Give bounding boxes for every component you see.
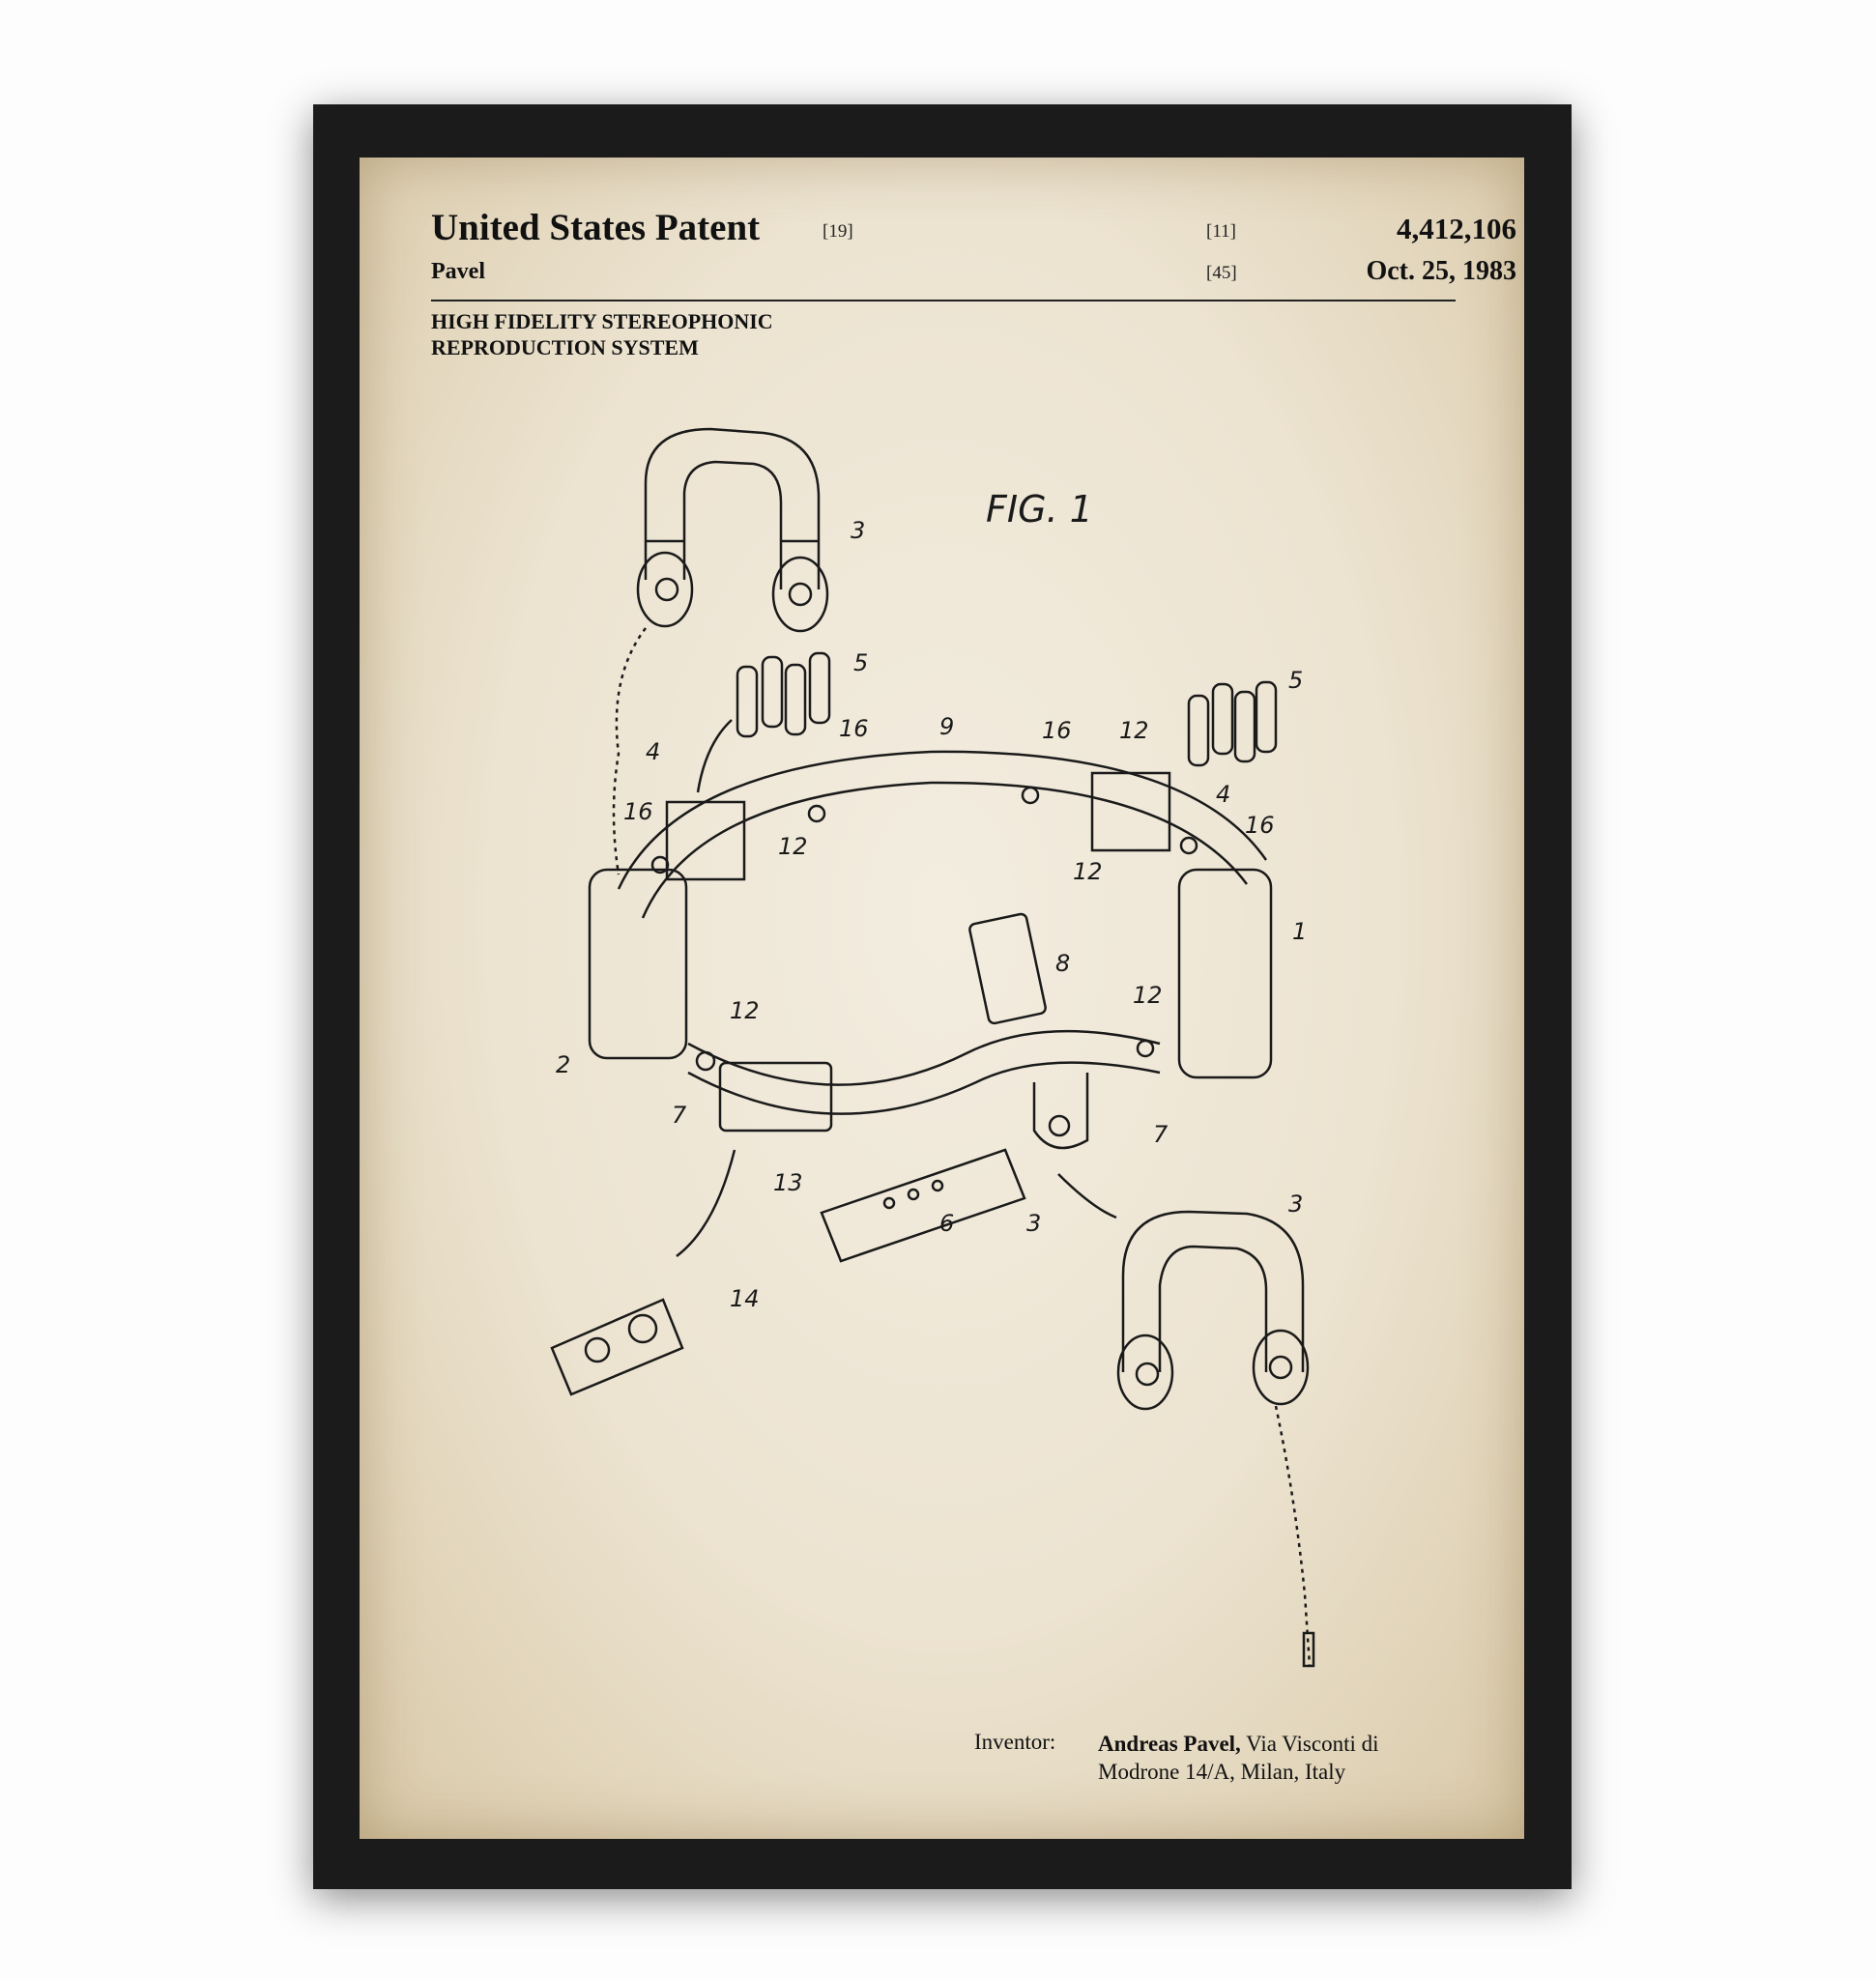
subject-line-2: REPRODUCTION SYSTEM [431, 335, 699, 359]
patent-paper [360, 158, 1524, 1839]
ref-label: 8 [1055, 950, 1071, 977]
ref-label: 7 [1153, 1121, 1169, 1148]
subject-line-1: HIGH FIDELITY STEREOPHONIC [431, 309, 773, 333]
ref-label: 16 [1042, 717, 1072, 744]
ref-label: 9 [939, 713, 955, 740]
ref-label: 3 [1026, 1210, 1042, 1237]
ref-label: 16 [839, 715, 869, 742]
patent-title: United States Patent [431, 207, 761, 248]
ref-label: 12 [1119, 717, 1149, 744]
batteries-right [1187, 680, 1278, 767]
inventor-label: Inventor: [974, 1730, 1056, 1754]
ref-label: 16 [623, 798, 653, 825]
ref-label: 4 [1216, 781, 1231, 808]
ref-label: 16 [1245, 812, 1275, 839]
cassette [550, 1149, 736, 1396]
ref-label: 2 [556, 1051, 571, 1078]
ref-label: 14 [730, 1285, 760, 1312]
ref-label: 4 [646, 738, 661, 765]
arrow-left [696, 719, 733, 793]
ref-label: 13 [773, 1169, 803, 1196]
ref-label: 1 [1292, 918, 1308, 945]
date-code: [45] [1206, 263, 1237, 283]
inventor-name: Andreas Pavel, [1098, 1732, 1241, 1756]
patent-date: Oct. 25, 1983 [1366, 256, 1516, 286]
ref-label: 3 [1288, 1190, 1304, 1218]
inventor-address-2: Modrone 14/A, Milan, Italy [1098, 1760, 1346, 1784]
title-code: [19] [823, 221, 853, 242]
ref-label: 12 [778, 833, 808, 860]
ref-label: 12 [1133, 982, 1163, 1009]
ref-label: 5 [853, 649, 869, 676]
ref-label: 5 [1288, 667, 1304, 694]
figure-caption: FIG. 1 [986, 488, 1093, 531]
ref-label: 12 [1073, 858, 1103, 885]
header-divider [431, 300, 1456, 301]
inventor-surname: Pavel [431, 259, 485, 284]
headphones-top [612, 427, 829, 875]
patent-subject: HIGH FIDELITY STEREOPHONIC REPRODUCTION … [431, 308, 773, 360]
headphones-bottom [1057, 1173, 1315, 1668]
inventor-details: Andreas Pavel, Via Visconti di Modrone 1… [1098, 1730, 1379, 1786]
ref-label: 6 [939, 1210, 955, 1237]
belt [588, 750, 1273, 1263]
inventor-address-1: Via Visconti di [1240, 1732, 1379, 1756]
number-code: [11] [1206, 221, 1236, 242]
ref-label: 3 [851, 517, 866, 544]
patent-number: 4,412,106 [1397, 212, 1516, 245]
ref-label: 7 [672, 1102, 687, 1129]
ref-label: 12 [730, 997, 760, 1024]
batteries-left [736, 651, 831, 738]
